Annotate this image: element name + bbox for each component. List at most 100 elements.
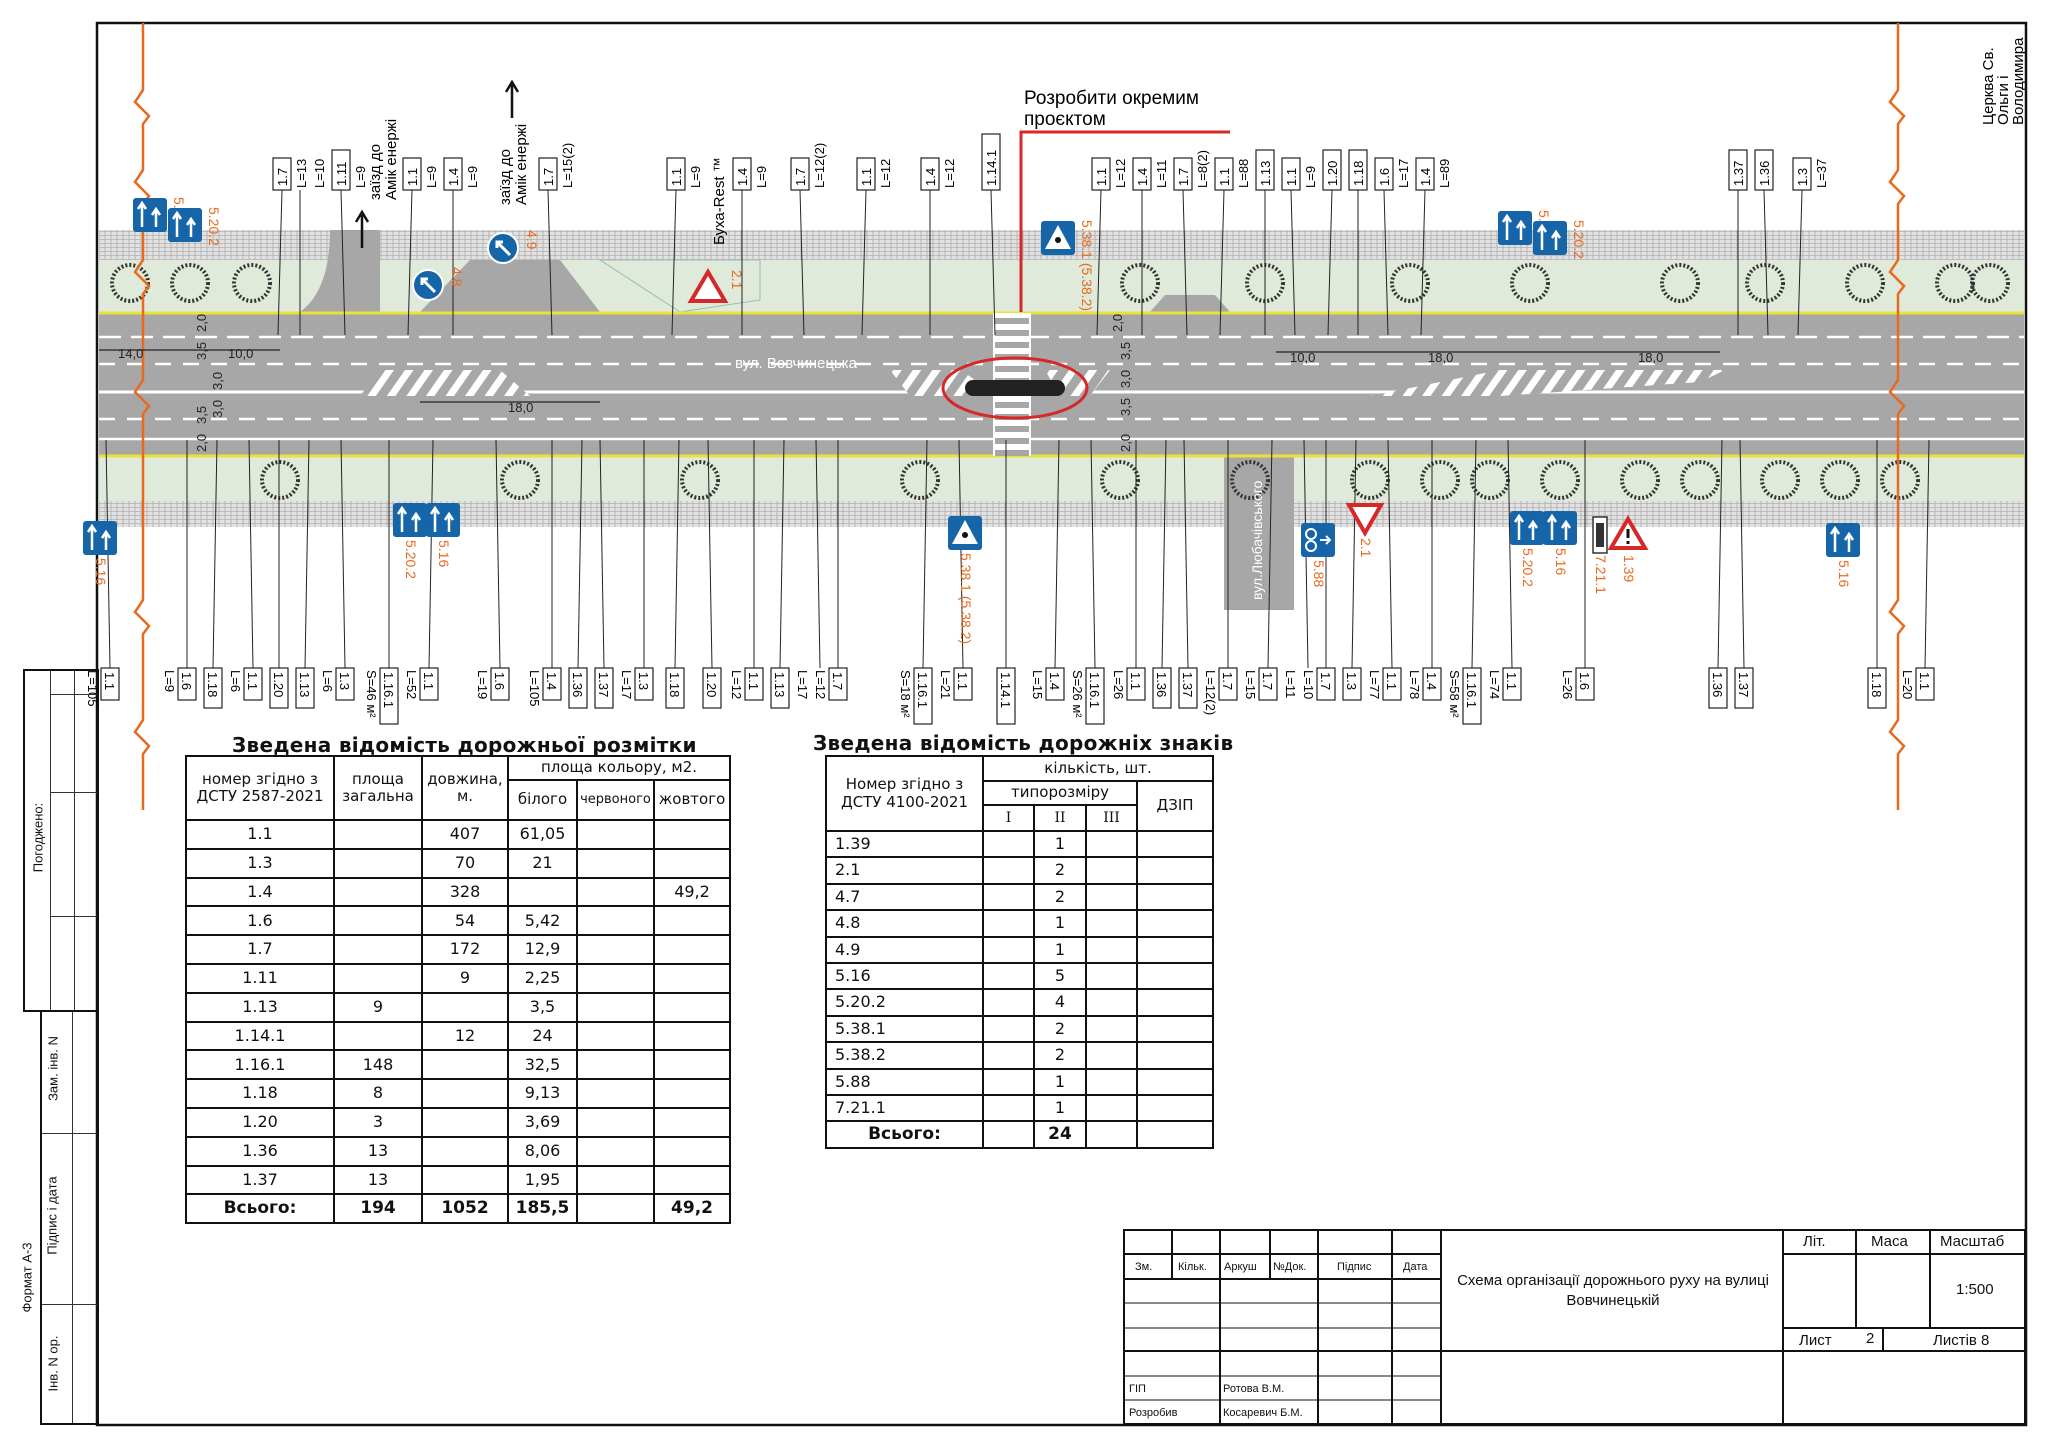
marking-callout: 1.36 [1152, 439, 1172, 709]
marking-callout: 1.7L=12(2) [1203, 440, 1238, 715]
tree-icon [1390, 263, 1430, 303]
marking-callout: 1.18 [665, 439, 685, 709]
table-cell: 1,95 [507, 1164, 578, 1196]
table-cell: 8 [333, 1078, 423, 1109]
callout-length: L=37 [1814, 159, 1829, 188]
dimension-label: 18,0 [1638, 350, 1663, 365]
callout-code: 1.16.1 [381, 672, 396, 708]
callout-length: L=9 [754, 166, 769, 188]
callout-code: 1.4 [544, 672, 559, 690]
callout-length: L=78 [1407, 670, 1422, 699]
signs-table-title: Зведена відомість дорожніх знаків [813, 731, 1234, 755]
inventory-stamp-box [40, 1010, 99, 1425]
table-cell: 4.7 [825, 882, 984, 912]
table-cell [982, 961, 1035, 991]
callout-length: L=8(2) [1195, 150, 1210, 188]
callout-code: 1.14.1 [998, 672, 1013, 708]
callout-code: 1.13 [1258, 161, 1273, 186]
tree-icon [1880, 460, 1920, 500]
table-cell [1085, 1093, 1138, 1123]
entrance-label-2a: заїзд до [497, 149, 514, 205]
marking-callout: 1.1L=52 [404, 439, 439, 701]
table-cell [1085, 856, 1138, 885]
dimension-label: 10,0 [1290, 350, 1315, 365]
callout-code: 1.36 [1154, 672, 1169, 697]
table-cell: 1.14.1 [185, 1020, 335, 1052]
table-cell: 328 [421, 876, 509, 908]
callout-code: 1.1 [1094, 168, 1109, 186]
header-dzip: ДЗІП [1135, 780, 1215, 832]
marking-callout: 1.16.1S=18 м² [898, 439, 933, 725]
marking-callout: 1.36 [1754, 149, 1774, 336]
table-cell [576, 934, 655, 965]
church-label-1: Церква Св. [1980, 47, 1997, 125]
marking-callout: 1.16.1S=58 м² [1447, 439, 1482, 725]
marking-callout: 1.20 [269, 440, 289, 709]
table-cell [576, 1020, 655, 1052]
table-cell [576, 991, 655, 1023]
table-cell [1135, 1067, 1215, 1096]
marking-callout: 1.1L=74 [1487, 439, 1522, 701]
header-red: червоного [576, 779, 655, 821]
sign-bike-icon: 5.88 [1301, 523, 1335, 587]
tree-icon [170, 263, 210, 303]
table-cell [652, 847, 732, 879]
marking-callout: 1.4L=105 [527, 440, 562, 707]
callout-length: L=21 [938, 670, 953, 699]
header-area-total: площа загальна [333, 755, 423, 821]
callout-length: L=17 [1396, 159, 1411, 188]
total-cell: Всього: [825, 1120, 984, 1149]
col-change: Зм. [1135, 1261, 1153, 1273]
table-cell: 1 [1033, 1067, 1087, 1096]
table-cell [982, 856, 1035, 885]
sign-code-label: 5.20.2 [1571, 220, 1587, 259]
marking-callout: 1.3L=6 [320, 439, 355, 701]
marking-callout: 1.3 [1342, 439, 1362, 701]
table-cell [1135, 909, 1215, 938]
arrow-up-icon [354, 209, 370, 248]
marking-callout: 1.1L=77 [1367, 439, 1402, 701]
dimension-label: 3,5 [194, 342, 209, 360]
drawing-title: Схема організації дорожнього руху на вул… [1457, 1272, 1769, 1309]
tree-icon [1660, 263, 1700, 303]
table-cell [982, 909, 1035, 938]
mass-label: Маса [1871, 1233, 1908, 1250]
sign-code-label: 5.20.2 [206, 207, 222, 246]
total-cell [982, 1120, 1035, 1149]
sign-code-label: 5.88 [1311, 560, 1327, 587]
upper-green-strip [99, 260, 2024, 312]
callout-length: L=88 [1236, 159, 1251, 188]
callout-length: L=9 [353, 166, 368, 188]
header-yellow: жовтого [652, 779, 732, 821]
table-cell [652, 1078, 732, 1109]
table-cell [576, 1164, 655, 1196]
table-cell: 1.6 [185, 905, 335, 937]
header-length: довжина, м. [421, 755, 509, 821]
sign-code-label: 5.16 [1836, 560, 1852, 587]
table-cell: 2 [1033, 1041, 1087, 1070]
hatched-island [360, 370, 530, 396]
callout-length: L=77 [1367, 670, 1382, 699]
table-cell: 1.18 [185, 1078, 335, 1109]
sign-lanes-icon: 5.16 [83, 521, 117, 585]
callout-length: L=9 [424, 166, 439, 188]
sign-date-label: Підпис і дата [44, 1176, 60, 1255]
header-number: номер згідно з ДСТУ 2587-2021 [185, 755, 335, 821]
marking-callout: 1.1L=26 [1111, 440, 1146, 701]
col-signature: Підпис [1337, 1261, 1372, 1273]
format-label: Формат А-3 [19, 1242, 35, 1313]
tree-icon [680, 460, 720, 500]
tree-icon [110, 263, 150, 303]
table-cell: 1.20 [185, 1106, 335, 1138]
